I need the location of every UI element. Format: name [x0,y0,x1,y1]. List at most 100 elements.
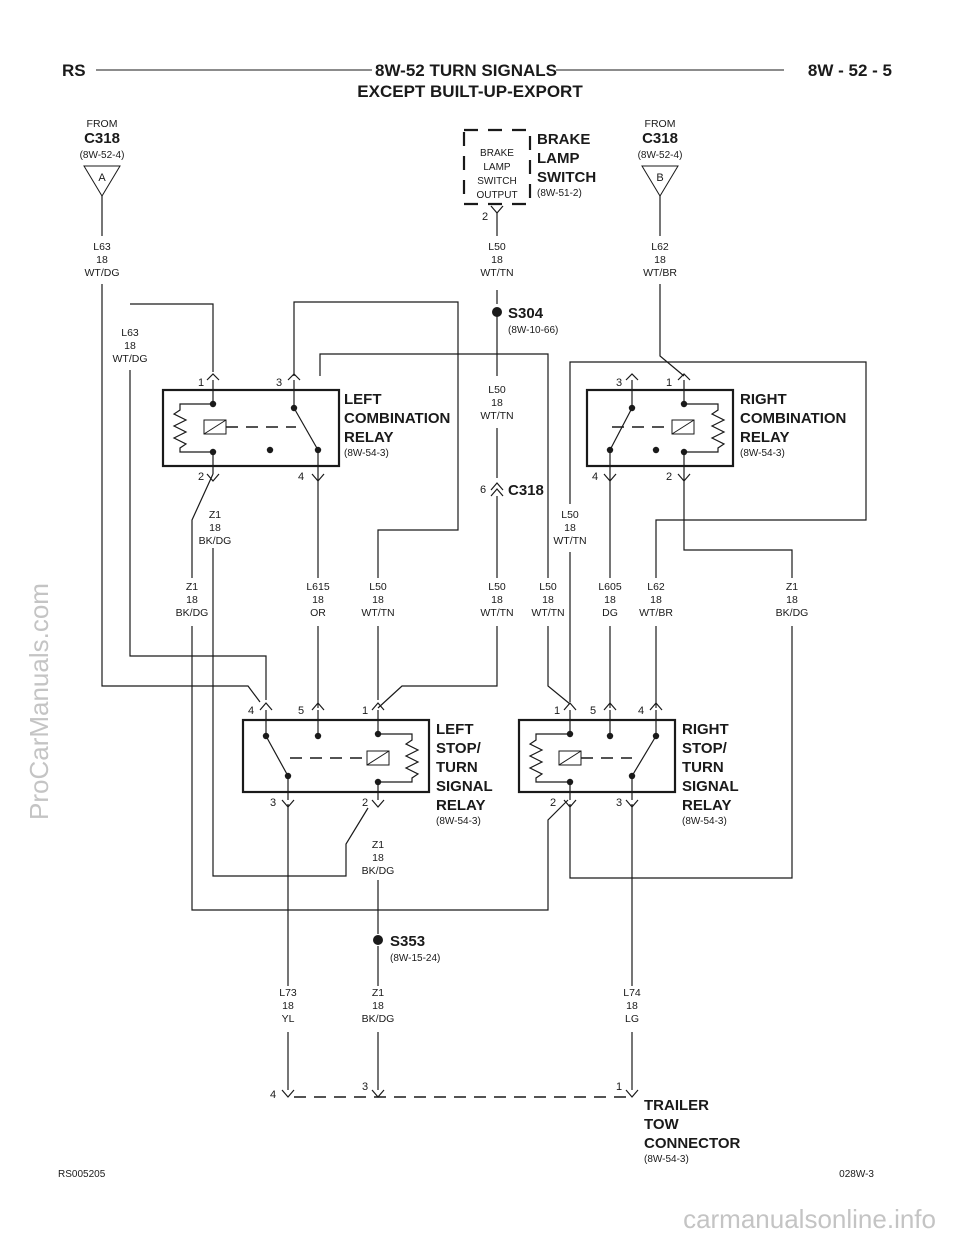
svg-text:WT/TN: WT/TN [480,607,513,619]
svg-text:WT/TN: WT/TN [531,607,564,619]
splice-dot-icon [492,307,502,317]
svg-text:TURN: TURN [436,759,478,776]
svg-text:18: 18 [282,1000,294,1012]
svg-text:18: 18 [372,594,384,606]
diagram-title: 8W-52 TURN SIGNALS [375,61,557,80]
splice-dot-icon [373,935,383,945]
svg-text:Z1: Z1 [209,509,221,521]
svg-text:18: 18 [491,594,503,606]
svg-text:L50: L50 [488,581,506,593]
svg-text:OUTPUT: OUTPUT [476,190,517,201]
svg-text:CONNECTOR: CONNECTOR [644,1135,741,1152]
svg-text:L50: L50 [539,581,557,593]
svg-text:18: 18 [604,594,616,606]
svg-text:WT/TN: WT/TN [361,607,394,619]
svg-text:RELAY: RELAY [344,429,393,446]
svg-text:SIGNAL: SIGNAL [436,778,493,795]
svg-text:3: 3 [362,1081,368,1093]
svg-text:TURN: TURN [682,759,724,776]
svg-text:FROM: FROM [87,118,118,130]
switch-outline [462,128,532,206]
svg-text:2: 2 [550,797,556,809]
splice-s304: S304 (8W-10-66) [492,305,558,336]
svg-text:2: 2 [482,211,488,223]
section-code: RS [62,61,86,80]
svg-text:WT/BR: WT/BR [639,607,673,619]
svg-text:3: 3 [270,797,276,809]
svg-text:L74: L74 [623,987,641,999]
svg-text:18: 18 [626,1000,638,1012]
bottom-watermark: carmanualsonline.info [683,1204,936,1234]
svg-text:BK/DG: BK/DG [776,607,809,619]
svg-text:5: 5 [298,705,304,717]
svg-text:(8W-54-3): (8W-54-3) [682,816,727,827]
source-c318-a: FROM C318 (8W-52-4) A L63 18 WT/DG [80,118,125,279]
svg-text:STOP/: STOP/ [682,740,728,757]
svg-text:18: 18 [542,594,554,606]
svg-text:18: 18 [786,594,798,606]
svg-text:WT/TN: WT/TN [553,535,586,547]
svg-text:18: 18 [491,254,503,266]
svg-text:WT/TN: WT/TN [480,410,513,422]
right-stop-turn-signal-relay: 1 5 4 2 3 RIGHT STOP/ TURN SIGNAL RELAY … [517,702,739,827]
svg-text:4: 4 [638,705,644,717]
svg-text:WT/DG: WT/DG [113,353,148,365]
svg-text:4: 4 [248,705,254,717]
svg-text:SWITCH: SWITCH [477,176,516,187]
svg-text:L63: L63 [93,241,111,253]
inline-connector-c318: 6 C318 [480,482,544,499]
connector-label: C318 [84,130,120,147]
svg-text:WT/DG: WT/DG [85,267,120,279]
svg-text:L50: L50 [488,241,506,253]
svg-text:2: 2 [362,797,368,809]
svg-text:L615: L615 [306,581,330,593]
svg-text:SWITCH: SWITCH [537,169,596,186]
svg-text:FROM: FROM [645,118,676,130]
svg-text:BK/DG: BK/DG [176,607,209,619]
source-c318-b: FROM C318 (8W-52-4) B L62 18 WT/BR [638,118,683,279]
svg-text:LEFT: LEFT [344,391,382,408]
svg-text:S304: S304 [508,305,544,322]
svg-text:BRAKE: BRAKE [537,131,590,148]
svg-text:A: A [98,172,106,184]
svg-text:LG: LG [625,1013,639,1025]
svg-text:RIGHT: RIGHT [740,391,787,408]
terminal-icon [281,1089,639,1098]
svg-text:18: 18 [491,397,503,409]
svg-text:18: 18 [186,594,198,606]
page-number: 8W - 52 - 5 [808,61,892,80]
relay-box [585,388,735,468]
diagram-id: 028W-3 [839,1169,874,1180]
svg-text:18: 18 [372,1000,384,1012]
svg-text:L50: L50 [369,581,387,593]
svg-text:1: 1 [554,705,560,717]
svg-text:6: 6 [480,484,486,496]
page-header: RS 8W-52 TURN SIGNALS 8W - 52 - 5 EXCEPT… [62,61,892,101]
svg-text:(8W-10-66): (8W-10-66) [508,325,558,336]
splice-s353: S353 (8W-15-24) [373,933,440,964]
svg-text:STOP/: STOP/ [436,740,482,757]
svg-text:RELAY: RELAY [436,797,485,814]
wire-label-l50-mid: L50 18 WT/TN [480,384,513,422]
connector-label: C318 [642,130,678,147]
svg-text:RELAY: RELAY [682,797,731,814]
svg-text:LAMP: LAMP [483,162,511,173]
svg-text:18: 18 [124,340,136,352]
svg-text:L50: L50 [561,509,579,521]
connector-triangle-icon [83,165,121,197]
svg-text:(8W-15-24): (8W-15-24) [390,953,440,964]
figure-code: RS005205 [58,1169,106,1180]
svg-text:(8W-54-3): (8W-54-3) [740,448,785,459]
relay-box [517,718,677,794]
svg-text:WT/TN: WT/TN [480,267,513,279]
svg-text:(8W-54-3): (8W-54-3) [436,816,481,827]
svg-text:TRAILER: TRAILER [644,1097,709,1114]
relay-box [241,718,431,794]
svg-text:BK/DG: BK/DG [362,1013,395,1025]
svg-text:(8W-52-4): (8W-52-4) [638,150,683,161]
relay-box [161,388,341,468]
side-watermark: ProCarManuals.com [24,583,54,820]
brake-lamp-switch: BRAKE LAMP SWITCH OUTPUT BRAKE LAMP SWIT… [462,128,596,279]
svg-text:DG: DG [602,607,618,619]
